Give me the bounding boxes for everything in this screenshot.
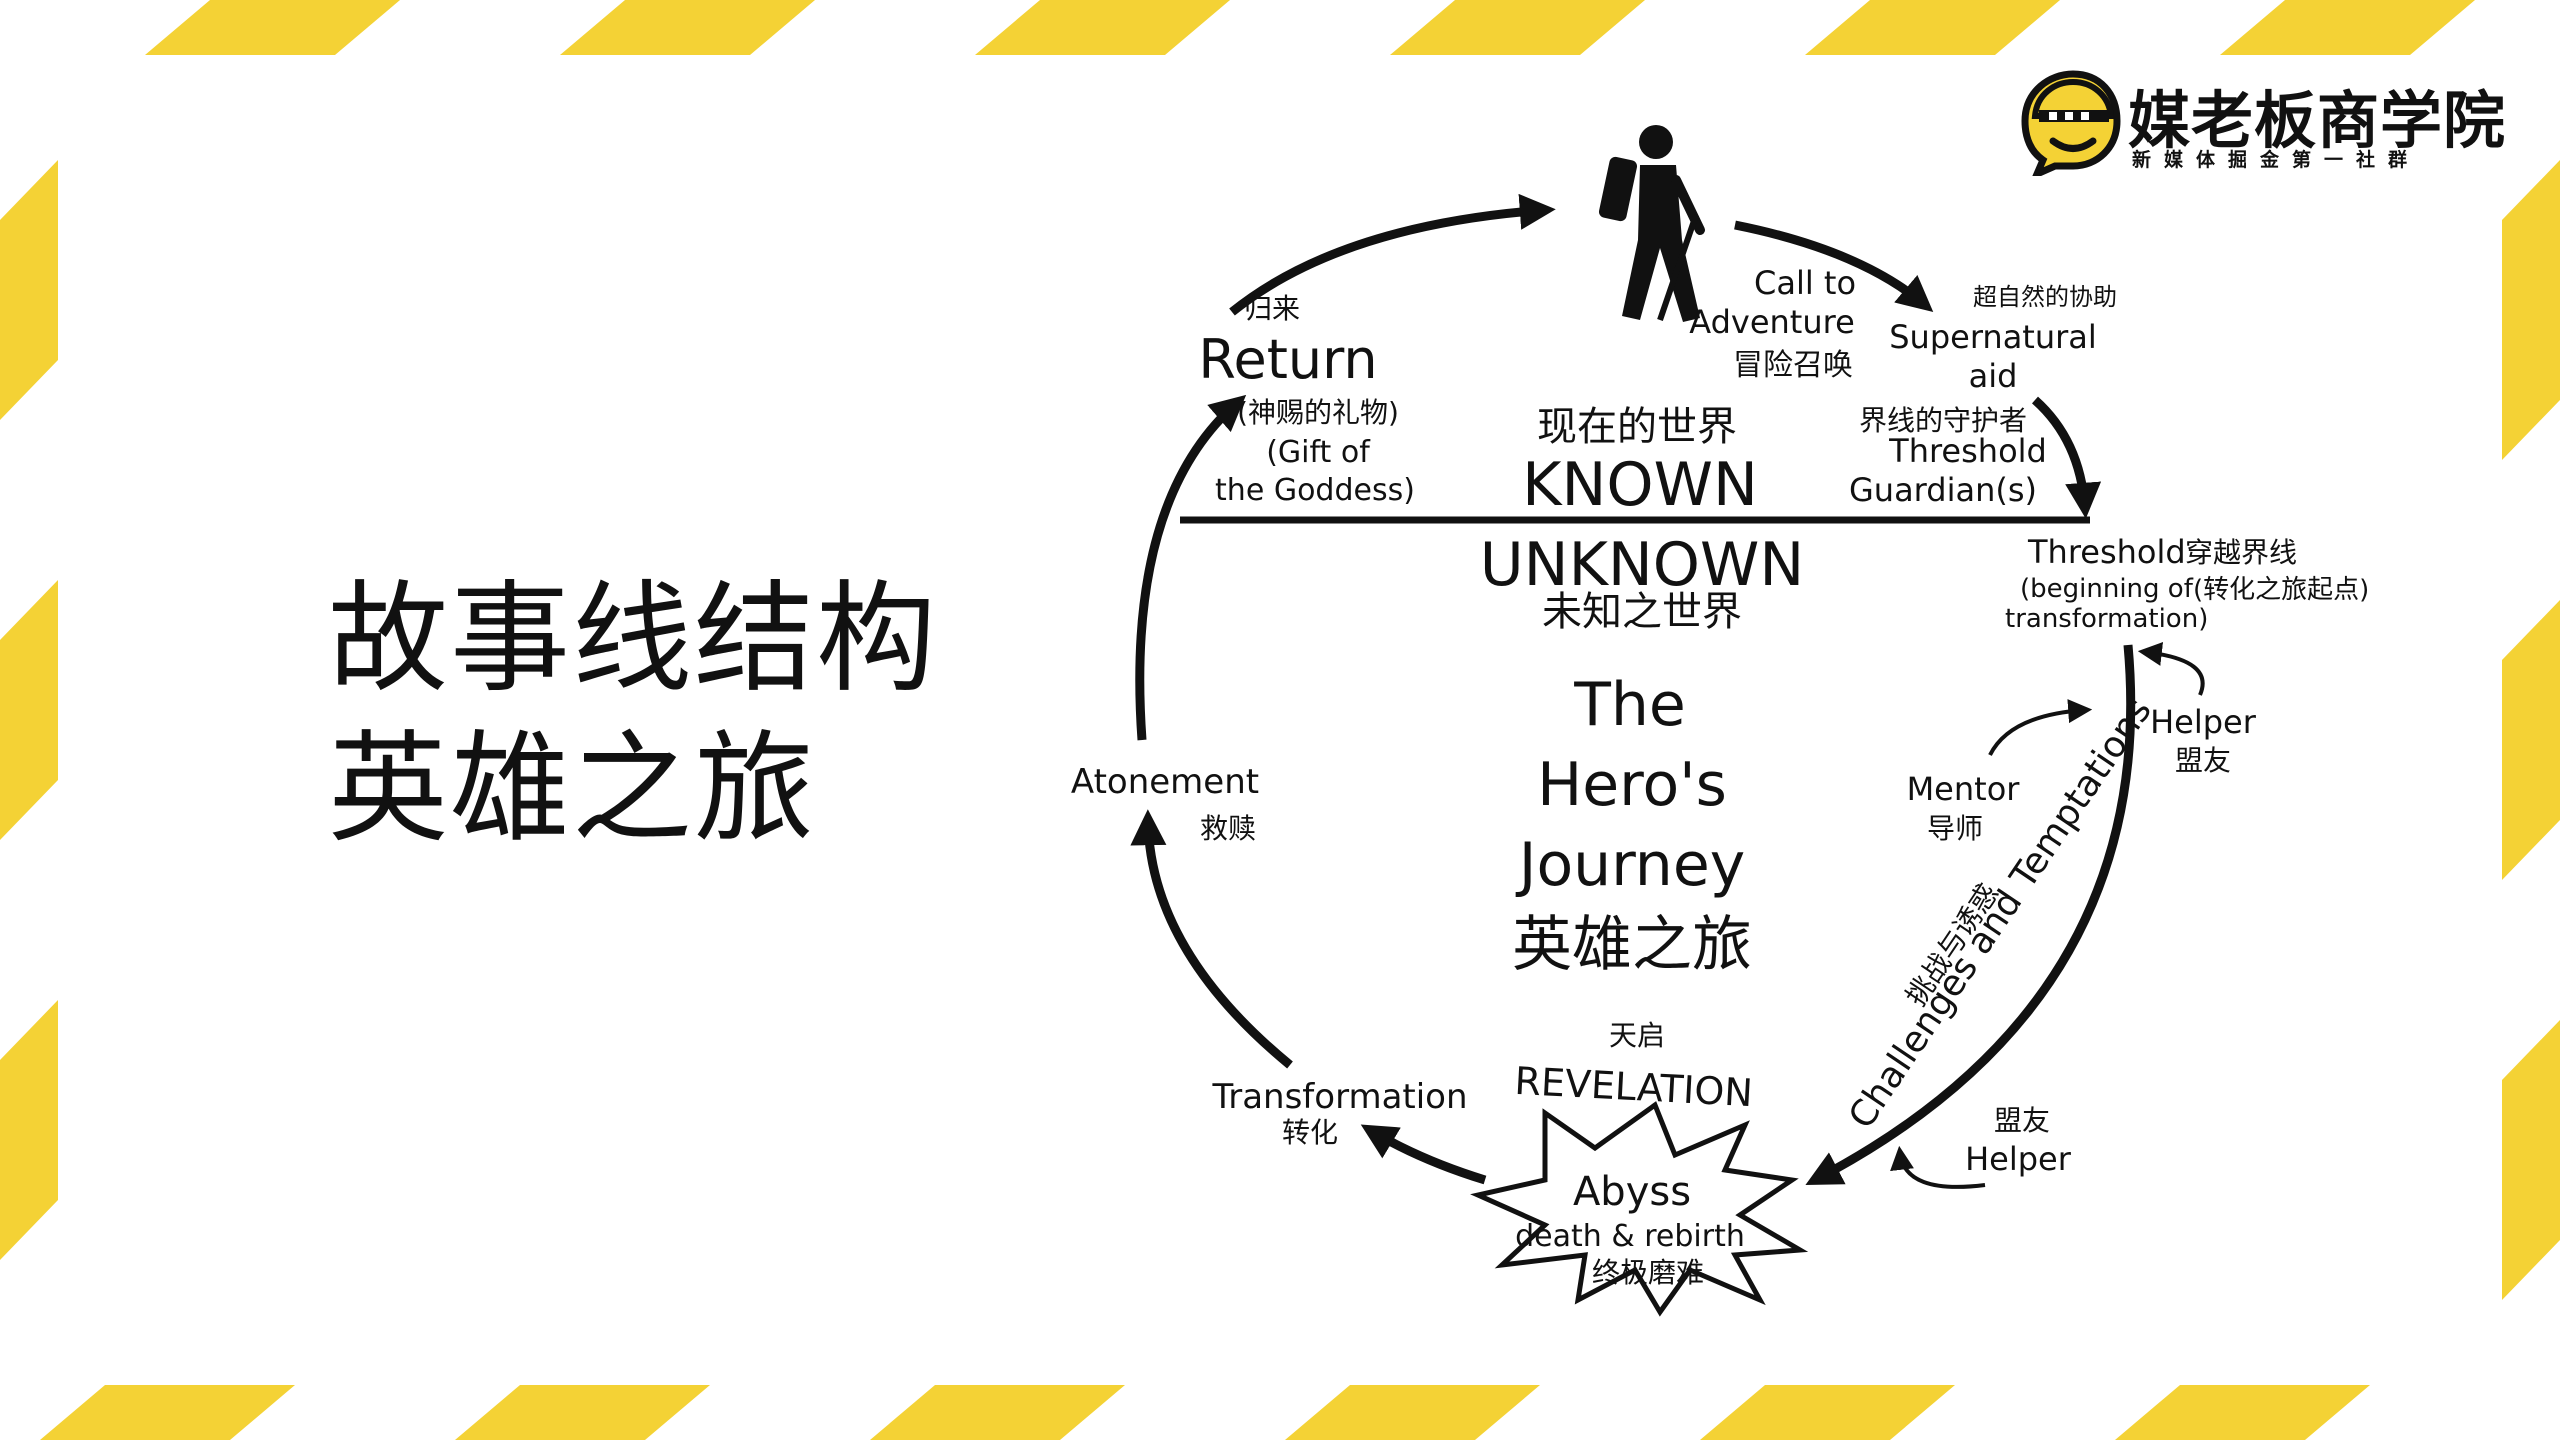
abyss-label: Abyss	[1573, 1169, 1691, 1215]
center-title-zh: 英雄之旅	[1512, 910, 1752, 980]
unknown-world-zh: 未知之世界	[1542, 589, 1742, 635]
call-zh: 冒险召唤	[1733, 348, 1853, 383]
call-line-1: Call to	[1754, 264, 1856, 302]
slide-title-line-2: 英雄之旅	[328, 720, 816, 859]
threshold-sub-zh: (转化之旅起点)	[2193, 575, 2369, 605]
helmet-chat-bubble-icon	[2021, 70, 2121, 176]
threshold-sub-1: (beginning of	[2020, 574, 2194, 604]
abyss-zh: 终极磨难	[1592, 1256, 1704, 1289]
return-label: Return	[1198, 328, 1377, 391]
arc-transformation-to-atonement	[1130, 809, 1293, 1069]
known-label: KNOWN	[1522, 450, 1758, 520]
gift-line-1: (Gift of	[1266, 435, 1371, 470]
abyss-sub: death & rebirth	[1515, 1219, 1745, 1254]
hiker-icon	[1598, 125, 1705, 322]
atonement-zh: 救赎	[1200, 812, 1256, 845]
threshold-zh: 穿越界线	[2185, 536, 2297, 569]
gift-zh: (神赐的礼物)	[1237, 396, 1399, 429]
threshold-label: Threshold	[2027, 533, 2186, 571]
revelation-zh: 天启	[1609, 1019, 1665, 1052]
bottom-stripes	[40, 1385, 2370, 1440]
supernatural-line-1: Supernatural	[1889, 318, 2097, 356]
helper-top-arrow	[2137, 641, 2205, 696]
left-stripes	[0, 160, 58, 1260]
arc-top-to-supernatural	[1734, 220, 1934, 312]
gift-line-2: the Goddess)	[1215, 473, 1415, 508]
return-zh: 归来	[1244, 292, 1300, 325]
unknown-label: UNKNOWN	[1480, 530, 1804, 600]
brand-slogan: 新媒体掘金第一社群	[2132, 149, 2421, 171]
helper-top-label: Helper	[2150, 703, 2257, 741]
mentor-arrow	[1988, 699, 2093, 756]
known-world-zh: 现在的世界	[1537, 404, 1737, 450]
right-stripes	[2502, 160, 2560, 1300]
arc-challenges-to-abyss	[1805, 644, 2136, 1185]
arc-atonement-to-return	[1135, 394, 1247, 741]
center-title-the: The	[1573, 670, 1686, 740]
helper-bottom-zh: 盟友	[1994, 1104, 2050, 1137]
atonement-label: Atonement	[1071, 762, 1259, 802]
supernatural-line-2: aid	[1969, 357, 2018, 395]
guardian-line-1: Threshold	[1888, 432, 2047, 470]
slide-title-line-1: 故事线结构	[328, 570, 938, 709]
helper-top-zh: 盟友	[2175, 744, 2231, 777]
supernatural-zh: 超自然的协助	[1973, 283, 2117, 311]
helper-bottom-label: Helper	[1965, 1140, 2072, 1178]
mentor-zh: 导师	[1927, 812, 1983, 845]
guardian-zh: 界线的守护者	[1859, 404, 2027, 437]
helper-bottom-arrow	[1890, 1145, 1986, 1189]
threshold-sub-2: transformation)	[2005, 604, 2208, 634]
call-line-2: Adventure	[1689, 303, 1855, 341]
top-stripes	[145, 0, 2475, 55]
transformation-zh: 转化	[1282, 1116, 1338, 1149]
arc-abyss-to-transformation	[1360, 1124, 1487, 1185]
challenges-label: Challenges and Temptations	[1841, 691, 2160, 1136]
brand-name: 媒老板商学院	[2128, 84, 2507, 157]
center-title-journey: Journey	[1515, 830, 1746, 900]
revelation-label: REVELATION	[1514, 1059, 1754, 1115]
arc-return-to-top	[1229, 193, 1556, 316]
center-title-heros: Hero's	[1537, 750, 1727, 820]
abyss-burst-shape	[1470, 1101, 1809, 1317]
arc-guardian-to-threshold	[2031, 396, 2102, 519]
guardian-line-2: Guardian(s)	[1849, 471, 2037, 509]
transformation-label: Transformation	[1211, 1077, 1467, 1117]
mentor-label: Mentor	[1907, 770, 2021, 808]
